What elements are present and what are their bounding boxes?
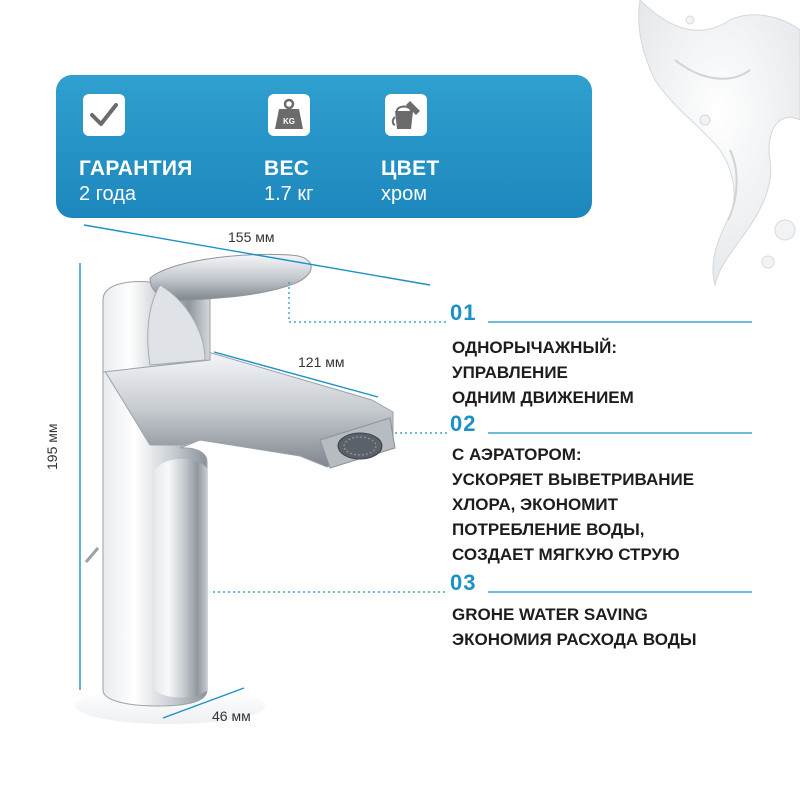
weight-icon-text: KG xyxy=(283,117,295,126)
spec-weight-value: 1.7 кг xyxy=(264,183,314,205)
spec-weight: KG ВЕС 1.7 кг xyxy=(264,93,313,205)
specs-banner: ГАРАНТИЯ 2 года KG ВЕС 1.7 кг ЦВЕТ хром xyxy=(56,75,592,218)
feature-03-number: 03 xyxy=(450,570,477,595)
feature-02-text: С АЭРАТОРОМ: УСКОРЯЕТ ВЫВЕТРИВАНИЕ ХЛОРА… xyxy=(452,442,694,567)
dim-base-label: 46 мм xyxy=(212,708,251,724)
feature-line: ЭКОНОМИЯ РАСХОДА ВОДЫ xyxy=(452,630,697,649)
dim-line-spout xyxy=(213,351,379,398)
feature-line: С АЭРАТОРОМ: xyxy=(452,445,582,464)
faucet-spout xyxy=(102,351,394,468)
faucet-lever xyxy=(149,254,312,301)
feature-line: ХЛОРА, ЭКОНОМИТ xyxy=(452,495,619,514)
feature-line: ОДНОРЫЧАЖНЫЙ: xyxy=(452,338,617,357)
dim-height-label: 195 мм xyxy=(44,423,60,471)
weight-kg-icon: KG xyxy=(268,94,310,136)
dim-line-base xyxy=(162,687,245,719)
dim-line-width xyxy=(83,224,431,286)
spec-warranty-label: ГАРАНТИЯ xyxy=(79,157,193,180)
popup-rod xyxy=(84,547,100,563)
feature-line: СОЗДАЕТ МЯГКУЮ СТРУЮ xyxy=(452,545,680,564)
dim-width-label: 155 мм xyxy=(228,229,275,245)
spec-color: ЦВЕТ хром xyxy=(381,93,439,205)
spec-warranty-value: 2 года xyxy=(79,183,137,205)
feature-line: УПРАВЛЕНИЕ xyxy=(452,363,568,382)
feature-line: ПОТРЕБЛЕНИЕ ВОДЫ, xyxy=(452,520,645,539)
leader-01 xyxy=(288,282,448,323)
aerator xyxy=(337,432,383,460)
feature-01-number: 01 xyxy=(450,300,477,325)
feature-01-text: ОДНОРЫЧАЖНЫЙ: УПРАВЛЕНИЕ ОДНИМ ДВИЖЕНИЕМ xyxy=(452,335,634,410)
dim-spout-label: 121 мм xyxy=(298,354,345,370)
feature-03-text: GROHE WATER SAVING ЭКОНОМИЯ РАСХОДА ВОДЫ xyxy=(452,602,696,652)
water-splash-image xyxy=(638,0,800,287)
spec-weight-label: ВЕС xyxy=(264,157,310,180)
spec-warranty: ГАРАНТИЯ 2 года xyxy=(79,93,192,205)
feature-line: ОДНИМ ДВИЖЕНИЕМ xyxy=(452,388,634,407)
faucet-column xyxy=(155,458,208,698)
checkmark-icon xyxy=(83,94,125,136)
spec-color-value: хром xyxy=(381,183,427,205)
spec-color-label: ЦВЕТ xyxy=(381,157,440,180)
feature-line: УСКОРЯЕТ ВЫВЕТРИВАНИЕ xyxy=(452,470,695,489)
feature-line: GROHE WATER SAVING xyxy=(452,605,648,624)
feature-02-number: 02 xyxy=(450,411,477,436)
paint-bucket-icon xyxy=(385,94,427,136)
